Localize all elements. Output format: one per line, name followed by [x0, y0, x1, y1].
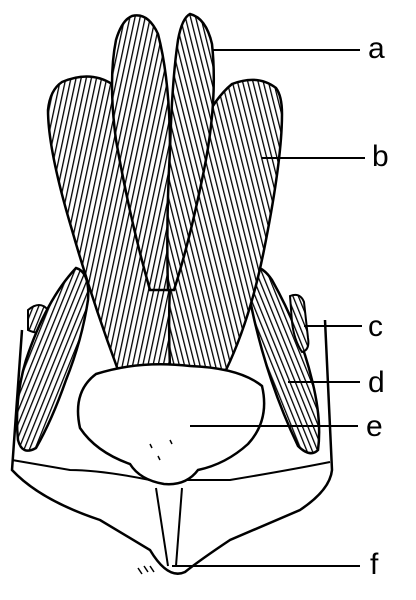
tick-marks-f: [137, 565, 155, 575]
muscle-a-left: [110, 14, 172, 292]
label-a: a: [368, 32, 385, 65]
label-d: d: [368, 366, 385, 399]
label-f: f: [370, 548, 379, 581]
body-marks: [149, 439, 173, 461]
body-e: [76, 362, 266, 486]
tendon: [155, 487, 183, 567]
label-b: b: [372, 140, 389, 173]
muscle-d: [244, 265, 321, 455]
muscle-side-left: [15, 266, 90, 452]
label-c: c: [368, 310, 383, 343]
base-plate-ridge: [11, 459, 331, 481]
muscle-a: [166, 12, 216, 292]
structure-c: [288, 293, 310, 354]
label-e: e: [366, 410, 383, 443]
